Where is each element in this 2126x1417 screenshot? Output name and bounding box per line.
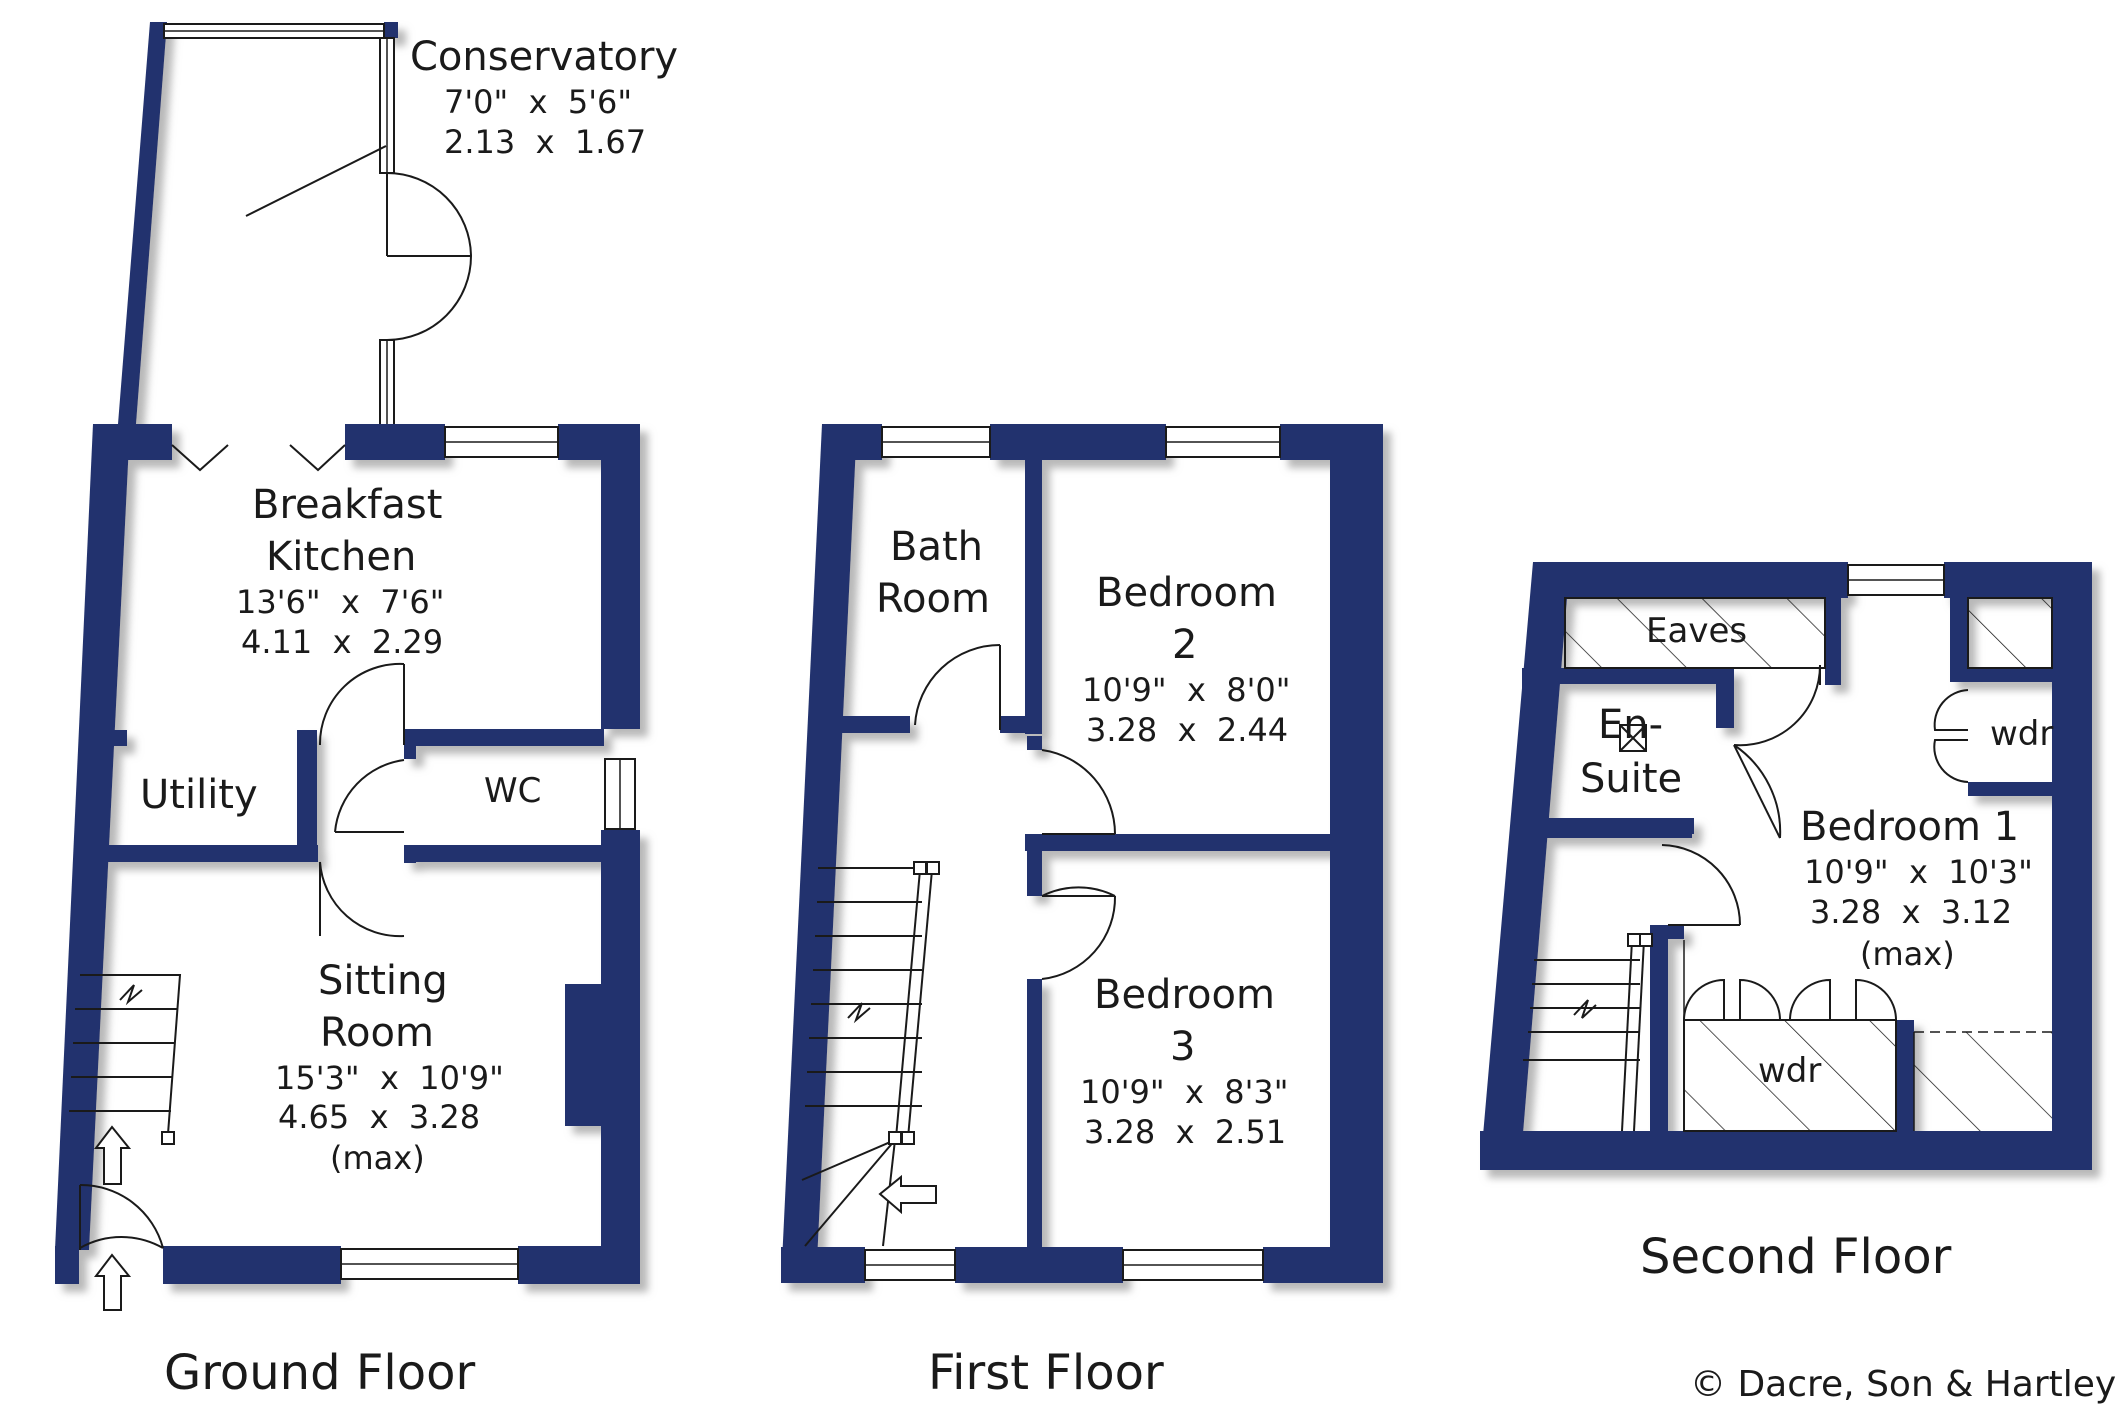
bedroom-1-metric: 3.28 x 3.12 xyxy=(1810,893,2013,931)
first-internal-doors xyxy=(914,643,1117,980)
first-floor-plan xyxy=(781,424,1383,1283)
breakfast-kitchen-name-2: Kitchen xyxy=(266,534,417,580)
bedroom-3-metric: 3.28 x 2.51 xyxy=(1084,1113,1287,1151)
first-stairs xyxy=(801,861,940,1247)
bedroom-1-imperial: 10'9" x 10'3" xyxy=(1804,853,2033,891)
conservatory-walls xyxy=(118,22,398,424)
bedroom-2-name-1: Bedroom xyxy=(1096,570,1277,616)
bedroom-2-imperial: 10'9" x 8'0" xyxy=(1082,671,1291,709)
second-floor-walls xyxy=(1480,562,2092,1170)
conservatory-metric: 2.13 x 1.67 xyxy=(444,123,647,161)
ground-stairs xyxy=(69,974,182,1145)
conservatory-imperial: 7'0" x 5'6" xyxy=(444,83,633,121)
eaves-name: Eaves xyxy=(1646,611,1748,651)
conservatory-french-doors xyxy=(386,172,472,341)
second-floor-plan xyxy=(1480,562,2092,1170)
breakfast-kitchen-metric: 4.11 x 2.29 xyxy=(241,623,444,661)
bedroom-2-metric: 3.28 x 2.44 xyxy=(1086,711,1289,749)
wdr-large-hatch xyxy=(1683,1019,1897,1132)
ground-floor-title: Ground Floor xyxy=(164,1345,476,1401)
bedroom-1-note: (max) xyxy=(1860,935,1955,973)
ground-floor-plan xyxy=(55,22,640,1311)
bedroom-1-name: Bedroom 1 xyxy=(1800,804,2020,850)
copyright-notice: © Dacre, Son & Hartley xyxy=(1690,1364,2117,1405)
utility-name: Utility xyxy=(140,772,258,818)
bedroom-3-name-2: 3 xyxy=(1170,1024,1196,1070)
wdr-small-name: wdr xyxy=(1990,714,2054,754)
second-floor-title: Second Floor xyxy=(1640,1229,1952,1285)
first-floor-title: First Floor xyxy=(928,1345,1164,1401)
bath-room-name-2: Room xyxy=(876,576,990,622)
bath-room-name-1: Bath xyxy=(890,524,983,570)
second-internal-doors xyxy=(1661,664,1969,1021)
sitting-room-metric: 4.65 x 3.28 xyxy=(278,1098,481,1136)
breakfast-kitchen-imperial: 13'6" x 7'6" xyxy=(236,583,445,621)
wc-name: WC xyxy=(484,771,542,811)
first-floor-walls xyxy=(781,424,1383,1283)
bedroom-3-imperial: 10'9" x 8'3" xyxy=(1080,1073,1289,1111)
sitting-room-name-2: Room xyxy=(320,1010,434,1056)
breakfast-kitchen-name-1: Breakfast xyxy=(252,482,443,528)
first-stairs-arrow xyxy=(878,1174,937,1215)
ground-floor-walls xyxy=(55,424,640,1284)
ground-internal-doors xyxy=(79,662,405,1250)
sitting-room-imperial: 15'3" x 10'9" xyxy=(275,1059,504,1097)
sitting-room-name-1: Sitting xyxy=(318,958,448,1004)
eaves-hatch xyxy=(1564,597,1826,669)
en-suite-name-2: Suite xyxy=(1580,756,1683,802)
wdr-large-name: wdr xyxy=(1758,1051,1822,1091)
conservatory-name: Conservatory xyxy=(410,34,679,80)
second-stairs xyxy=(1523,933,1653,1132)
bedroom-3-name-1: Bedroom xyxy=(1094,972,1275,1018)
kitchen-bifold-doors xyxy=(171,444,346,472)
extractor-fan-icon xyxy=(1619,724,1647,752)
sitting-room-note: (max) xyxy=(330,1139,425,1177)
conservatory-roof-line xyxy=(245,145,387,217)
bedroom-2-name-2: 2 xyxy=(1172,622,1198,668)
ground-entry-arrows xyxy=(93,1125,132,1311)
en-suite-name-1: En- xyxy=(1598,702,1664,748)
